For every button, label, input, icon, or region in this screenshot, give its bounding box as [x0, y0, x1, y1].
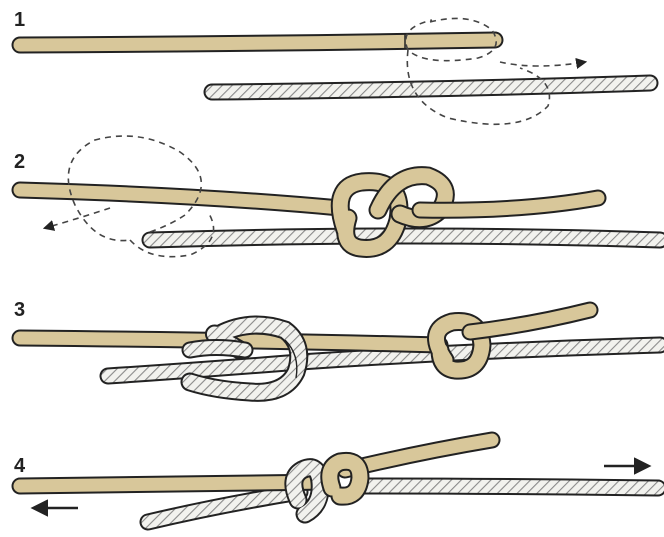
step-1-illustration	[20, 18, 650, 124]
step-2-illustration	[20, 136, 660, 257]
arrow-icon	[500, 62, 585, 66]
step-4-illustration	[20, 440, 658, 522]
step-3-illustration	[20, 310, 660, 392]
